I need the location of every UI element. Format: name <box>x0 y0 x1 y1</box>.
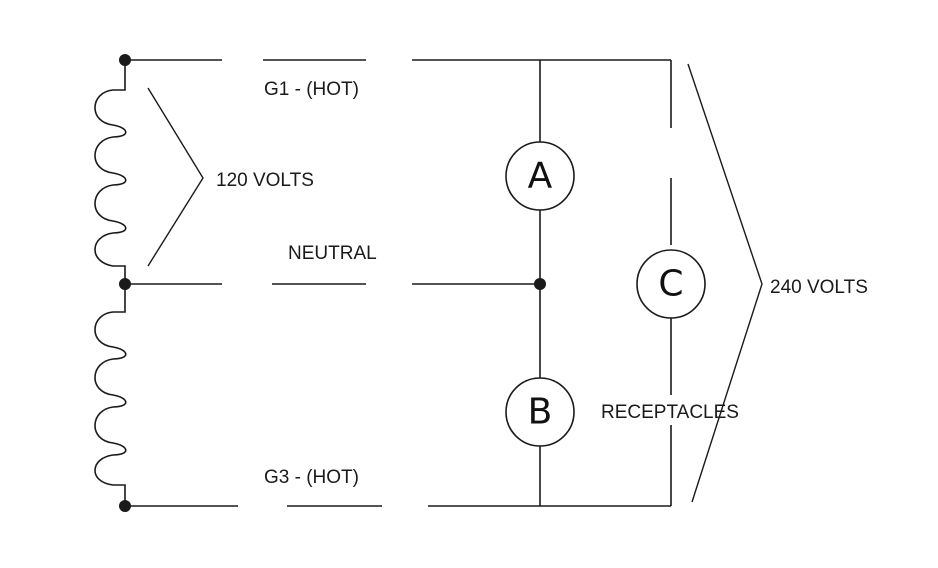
volts-120-label: 120 VOLTS <box>216 170 314 191</box>
receptacle-c: C <box>636 249 706 319</box>
receptacles-label: RECEPTACLES <box>601 402 739 423</box>
g3-hot-label: G3 - (HOT) <box>264 467 359 488</box>
neutral-label: NEUTRAL <box>288 243 377 264</box>
ab-neutral-junction-dot <box>534 278 546 290</box>
receptacle-b-circle <box>505 377 575 447</box>
transformer-upper-winding <box>94 60 127 284</box>
receptacle-b: B <box>505 377 575 447</box>
receptacle-a-label: A <box>528 156 553 197</box>
transformer-lower-winding <box>94 284 127 506</box>
g1-hot-label: G1 - (HOT) <box>264 79 359 100</box>
volts-240-label: 240 VOLTS <box>770 277 868 298</box>
receptacle-a-circle <box>505 141 575 211</box>
receptacle-c-circle <box>636 249 706 319</box>
receptacle-b-label: B <box>528 392 553 433</box>
brace-240-volts <box>687 63 763 503</box>
receptacle-a: A <box>505 141 575 211</box>
receptacle-c-label: C <box>658 264 683 305</box>
brace-120-volts <box>147 87 204 267</box>
